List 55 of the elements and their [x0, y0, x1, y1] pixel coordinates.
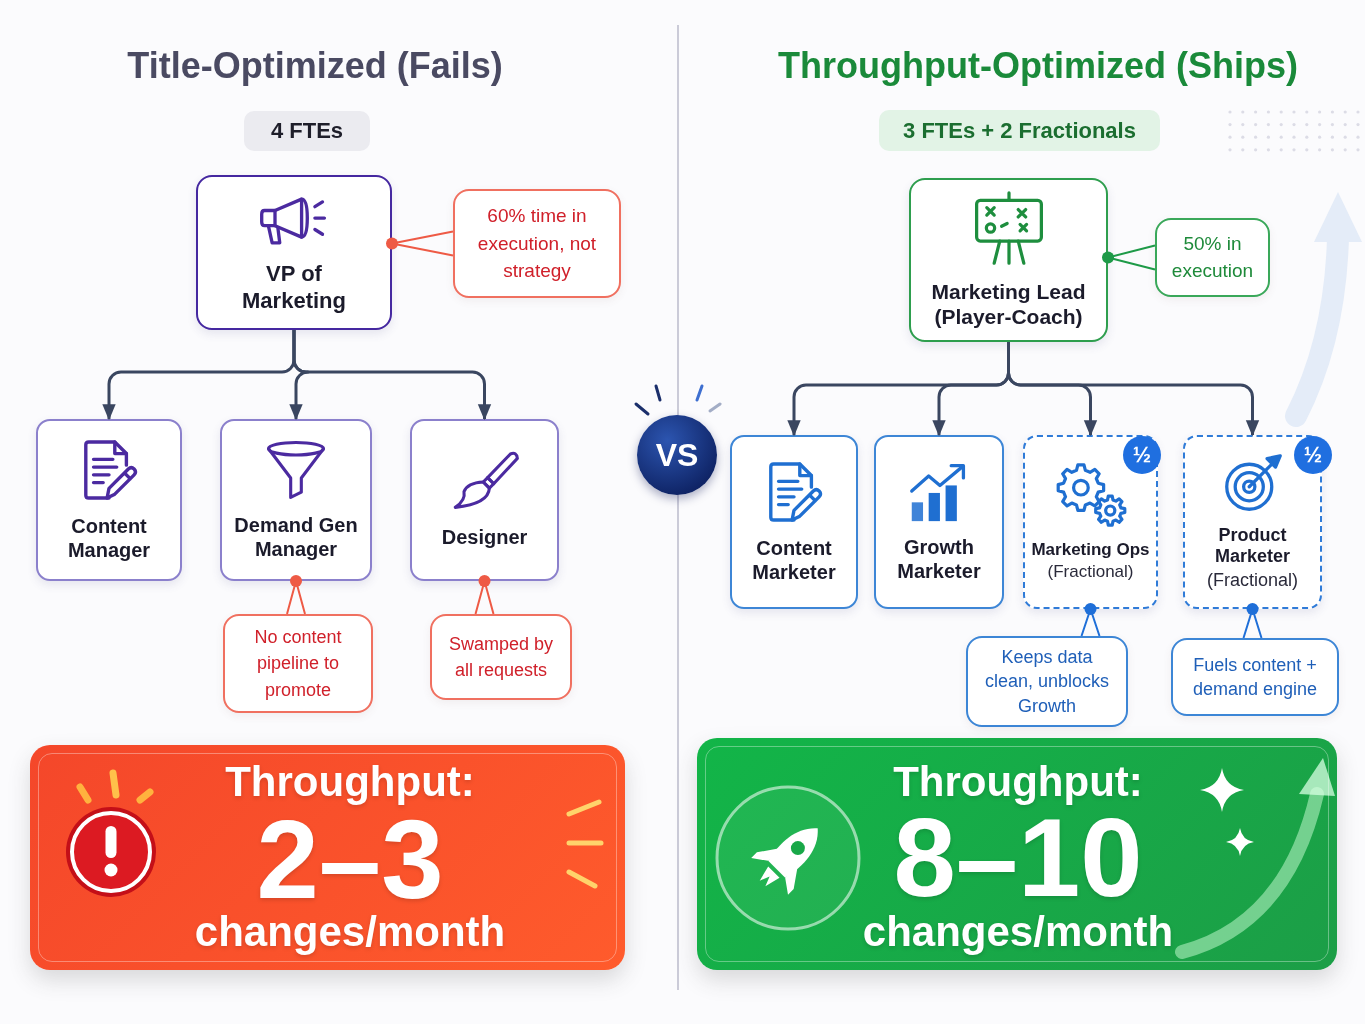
leader-line [1102, 244, 1156, 271]
team-size-label: 4 FTEs [270, 118, 344, 144]
role-title: Growth Marketer [896, 535, 982, 583]
connector-arrow [1007, 342, 1260, 437]
lead-role-card [909, 178, 1108, 342]
lead-role-card [196, 175, 392, 330]
callout-bubble [966, 636, 1128, 727]
role-title: Content Marketer [751, 536, 837, 584]
role-card [730, 435, 858, 609]
throughput-heading: Throughput: [225, 761, 475, 803]
callout-bubble [430, 614, 572, 700]
fractional-role-card [1023, 435, 1158, 609]
callout-bubble [453, 189, 621, 298]
callout-bubble [1171, 638, 1339, 716]
role-qualifier: (Fractional) [1207, 569, 1298, 592]
callout-text: 50% in execution [1170, 231, 1255, 283]
role-title: Content Manager [66, 514, 152, 562]
callout-text: Swamped by all requests [447, 632, 555, 682]
throughput-banner [30, 745, 625, 970]
role-title: VP of Marketing [241, 261, 347, 314]
throughput-heading: Throughput: [893, 761, 1143, 803]
leader-line [386, 230, 454, 257]
versus-circle [637, 415, 717, 495]
fraction-circle [1294, 436, 1332, 474]
role-card [410, 419, 559, 581]
role-title: Demand Gen Manager [233, 513, 359, 561]
role-card [220, 419, 372, 581]
role-title: Product Marketer [1213, 524, 1291, 568]
role-title: Designer [441, 525, 528, 549]
fractional-role-card [1183, 435, 1322, 609]
fraction-label: ½ [1132, 444, 1152, 466]
role-title: Marketing Lead (Player-Coach) [930, 278, 1087, 330]
leader-line [1242, 603, 1263, 639]
leader-line [474, 575, 495, 615]
callout-text: 60% time in execution, not strategy [476, 204, 598, 284]
throughput-unit: changes/month [862, 911, 1174, 953]
team-size-pill [879, 110, 1160, 151]
column-heading: Title-Optimized (Fails) [127, 45, 503, 87]
versus-label: VS [655, 439, 699, 471]
role-card [36, 419, 182, 581]
callout-bubble [223, 614, 373, 713]
callout-text: Fuels content + demand engine [1191, 653, 1319, 701]
callout-text: No content pipeline to promote [253, 626, 343, 702]
connector-arrow [292, 330, 492, 421]
throughput-banner [697, 738, 1337, 970]
callout-bubble [1155, 218, 1270, 297]
team-size-label: 3 FTEs + 2 Fractionals [903, 117, 1136, 144]
role-qualifier: (Fractional) [1047, 562, 1134, 583]
role-title: Marketing Ops [1031, 539, 1150, 560]
fraction-label: ½ [1303, 444, 1323, 466]
callout-text: Keeps data clean, unblocks Growth [983, 645, 1111, 718]
column-heading: Throughput-Optimized (Ships) [778, 45, 1298, 87]
leader-line [286, 575, 306, 615]
role-card [874, 435, 1004, 609]
leader-line [1080, 603, 1101, 637]
